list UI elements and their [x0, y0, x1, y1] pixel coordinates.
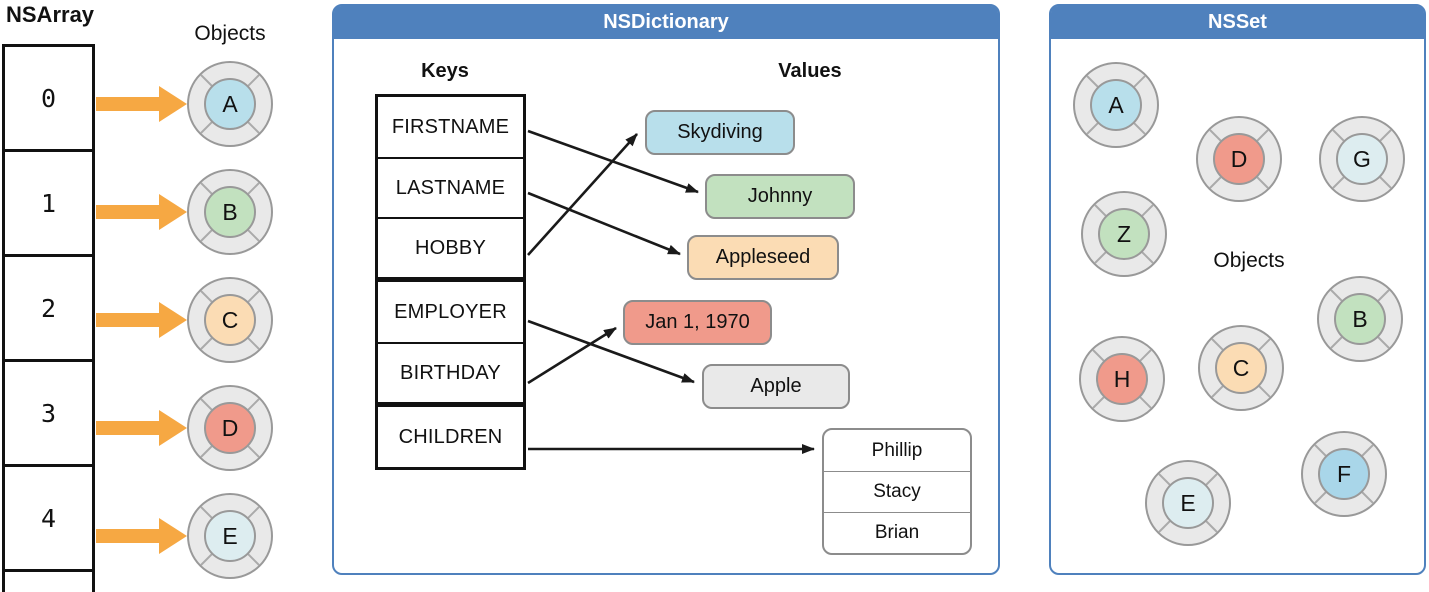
key-group: EMPLOYER BIRTHDAY — [375, 279, 526, 405]
children-row: Stacy — [824, 471, 970, 512]
object-letter: A — [204, 78, 256, 130]
index-arrow-icon — [96, 194, 188, 230]
object-circle-a: A — [187, 61, 273, 147]
object-circle-e: E — [187, 493, 273, 579]
object-circle-d: D — [187, 385, 273, 471]
array-index: 4 — [40, 503, 57, 533]
index-arrow-icon — [96, 86, 188, 122]
key-group: CHILDREN — [375, 404, 526, 470]
object-letter: B — [1334, 293, 1386, 345]
key-cell: BIRTHDAY — [378, 342, 523, 402]
object-letter: D — [1213, 133, 1265, 185]
index-arrow-icon — [96, 410, 188, 446]
value-pill-skydiving: Skydiving — [645, 110, 795, 155]
set-object-circle-g: G — [1319, 116, 1405, 202]
set-object-circle-a: A — [1073, 62, 1159, 148]
key-cell: FIRSTNAME — [391, 115, 510, 138]
nsdictionary-title: NSDictionary — [334, 6, 998, 39]
key-cell: LASTNAME — [378, 157, 523, 217]
values-header: Values — [778, 60, 842, 82]
object-letter: Z — [1098, 208, 1150, 260]
arrow-hobby-to-skydiving — [527, 133, 638, 256]
nsset-panel: NSSet Objects A D G Z B H C E F — [1049, 4, 1426, 575]
arrow-lastname-to-appleseed — [527, 191, 681, 256]
object-letter: E — [1162, 477, 1214, 529]
set-object-circle-c: C — [1198, 325, 1284, 411]
object-letter: F — [1318, 448, 1370, 500]
object-circle-b: B — [187, 169, 273, 255]
object-letter: A — [1090, 79, 1142, 131]
array-index: 1 — [40, 188, 57, 218]
object-letter: E — [204, 510, 256, 562]
set-object-circle-d: D — [1196, 116, 1282, 202]
key-group: FIRSTNAME LASTNAME HOBBY — [375, 94, 526, 280]
key-cell: HOBBY — [378, 217, 523, 277]
object-letter: D — [204, 402, 256, 454]
set-object-circle-z: Z — [1081, 191, 1167, 277]
nsset-title: NSSet — [1051, 6, 1424, 39]
set-object-circle-h: H — [1079, 336, 1165, 422]
object-circle-c: C — [187, 277, 273, 363]
index-arrow-icon — [96, 302, 188, 338]
children-row: Brian — [824, 512, 970, 553]
value-pill-appleseed: Appleseed — [687, 235, 839, 280]
key-cell: EMPLOYER — [394, 300, 507, 323]
array-index: 2 — [40, 293, 57, 323]
array-index: 3 — [40, 398, 57, 428]
arrow-birthday-to-jan11970 — [527, 326, 617, 385]
object-letter: C — [1215, 342, 1267, 394]
array-index-cell-clipped — [5, 572, 92, 592]
array-index-cell: 0 — [5, 47, 92, 152]
array-index-cell: 2 — [5, 257, 92, 362]
object-letter: H — [1096, 353, 1148, 405]
object-letter: C — [204, 294, 256, 346]
children-row: Phillip — [871, 439, 923, 461]
object-letter: B — [204, 186, 256, 238]
children-table: Phillip Stacy Brian — [822, 428, 972, 555]
nsarray-title: NSArray — [6, 2, 95, 27]
keys-header: Keys — [421, 60, 469, 82]
value-pill-apple: Apple — [702, 364, 850, 409]
nsarray-objects-label: Objects — [194, 22, 266, 45]
set-object-circle-f: F — [1301, 431, 1387, 517]
array-index-cell: 3 — [5, 362, 92, 467]
keys-table: FIRSTNAME LASTNAME HOBBY EMPLOYER BIRTHD… — [375, 94, 526, 470]
nsset-objects-label: Objects — [1213, 249, 1285, 272]
nsdictionary-panel: NSDictionary Keys Values FIRSTNAME LASTN… — [332, 4, 1000, 575]
set-object-circle-b: B — [1317, 276, 1403, 362]
set-object-circle-e: E — [1145, 460, 1231, 546]
array-index: 0 — [40, 83, 57, 113]
key-cell: CHILDREN — [398, 425, 503, 448]
nsarray-index-table: 0 1 2 3 4 — [2, 44, 95, 592]
value-pill-johnny: Johnny — [705, 174, 855, 219]
value-pill-jan-1-1970: Jan 1, 1970 — [623, 300, 772, 345]
object-letter: G — [1336, 133, 1388, 185]
index-arrow-icon — [96, 518, 188, 554]
array-index-cell: 4 — [5, 467, 92, 572]
array-index-cell: 1 — [5, 152, 92, 257]
